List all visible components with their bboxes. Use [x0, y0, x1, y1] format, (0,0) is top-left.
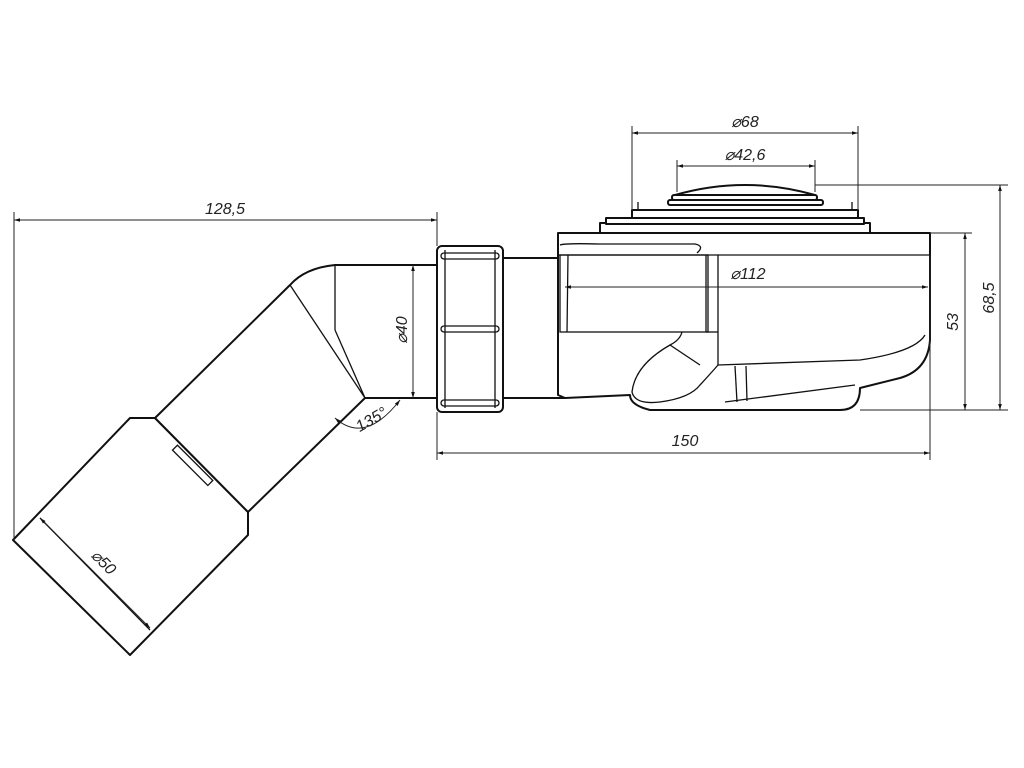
dim-outlet-diameter: ⌀40	[394, 316, 411, 344]
dim-body-diameter: ⌀112	[730, 266, 765, 283]
dim-body-height: 53	[945, 313, 962, 331]
dim-trap-length: 150	[672, 433, 699, 450]
dim-grate-diameter: ⌀42,6	[725, 147, 766, 164]
union-nut	[436, 245, 504, 413]
outlet-pipe	[499, 257, 566, 399]
dim-overall-length: 128,5	[205, 201, 245, 218]
drain-grate	[667, 184, 824, 206]
trap-body	[557, 232, 931, 411]
dim-elbow-angle: 135°	[353, 404, 391, 436]
drain-flange	[599, 202, 871, 234]
dim-plate-diameter: ⌀68	[731, 114, 759, 131]
dim-total-height: 68,5	[981, 282, 998, 313]
dimension-lines	[13, 126, 1008, 629]
